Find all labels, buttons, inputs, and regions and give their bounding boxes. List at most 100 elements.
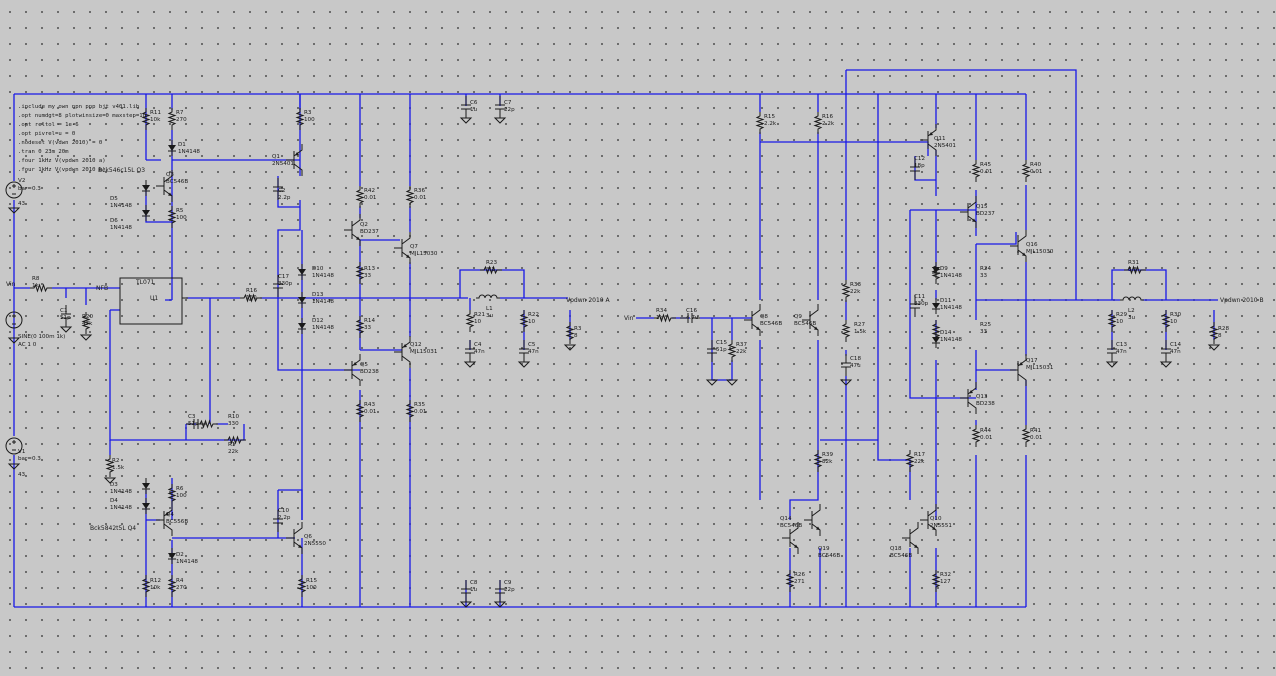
capacitors[interactable] xyxy=(60,95,1172,603)
component-name: R24 xyxy=(980,266,991,272)
component-name: R14 xyxy=(364,318,375,324)
component-value: 270 xyxy=(176,117,187,123)
component-value: 100 xyxy=(176,215,187,221)
component-value: BC546B xyxy=(818,553,840,559)
component-name: R21 xyxy=(474,312,485,318)
diodes[interactable] xyxy=(141,139,941,565)
component-value: 51p xyxy=(60,315,71,321)
component-value: 1.5k xyxy=(854,329,867,335)
component-value: BC546B xyxy=(890,553,912,559)
component-name: Q7 xyxy=(410,244,418,250)
component-name: D12 xyxy=(312,318,323,324)
component-value: 271 xyxy=(794,579,805,585)
resistors[interactable] xyxy=(29,107,1218,598)
component-value: MJL15030 xyxy=(410,251,438,257)
component-value: 0.01 xyxy=(980,169,993,175)
component-name: R20 xyxy=(82,314,93,320)
component-name: Q9 xyxy=(794,314,802,320)
directive-line: .opt pivrel=u = 0 xyxy=(18,131,75,137)
spice-directives[interactable]: .include my own npn pnp bjt v401.lib .op… xyxy=(18,104,146,173)
component-value: 2N5550 xyxy=(304,541,326,547)
directive-line: .four 1kHz V(vpdwn 2010 a) xyxy=(18,158,106,164)
svg-text:bar=0.3: bar=0.3 xyxy=(18,186,41,192)
component-name: R41 xyxy=(1030,428,1041,434)
component-value: 1N4148 xyxy=(110,203,132,209)
component-value: 100 xyxy=(306,585,317,591)
component-name: R7 xyxy=(176,110,184,116)
svg-text:TL071: TL071 xyxy=(135,279,155,286)
component-value: 33 xyxy=(980,329,988,335)
component-value: 100 xyxy=(304,117,315,123)
component-value: 2.2p xyxy=(278,195,291,201)
component-value: 47n xyxy=(1170,349,1181,355)
component-value: 10 xyxy=(528,319,536,325)
component-name: D10 xyxy=(312,266,324,272)
component-name: C11 xyxy=(914,294,925,300)
component-name: R15 xyxy=(764,114,775,120)
component-value: 18p xyxy=(914,163,925,169)
component-name: R37 xyxy=(736,342,747,348)
component-name: R16 xyxy=(822,114,833,120)
component-name: C15 xyxy=(716,340,727,346)
component-value: 51p xyxy=(716,347,727,353)
component-name: R42 xyxy=(364,188,375,194)
component-value: 1N4148 xyxy=(940,273,962,279)
component-value: BC556B xyxy=(166,519,188,525)
component-value: 0.01 xyxy=(980,435,993,441)
svg-text:NFB: NFB xyxy=(96,285,108,292)
component-value: 47u xyxy=(850,363,861,369)
component-value: 22p xyxy=(504,107,515,113)
component-value: 10k xyxy=(150,117,161,123)
component-name: R16 xyxy=(246,288,257,294)
opamp-u1[interactable] xyxy=(119,277,188,325)
component-name: D13 xyxy=(312,292,324,298)
component-name: Q10 xyxy=(930,516,942,522)
component-value: 0.01 xyxy=(364,409,377,415)
component-name: R8 xyxy=(32,276,40,282)
component-name: R33 xyxy=(850,282,861,288)
component-value: BD238 xyxy=(976,401,995,407)
component-name: L2 xyxy=(1128,308,1135,314)
component-value: 10 xyxy=(1170,319,1178,325)
component-name: C4 xyxy=(474,342,482,348)
component-name: R3 xyxy=(304,110,312,116)
component-value: 3.3 xyxy=(486,267,495,273)
component-name: R43 xyxy=(364,402,375,408)
component-name: R22 xyxy=(528,312,539,318)
component-name: R32 xyxy=(940,572,951,578)
component-name: Q1 xyxy=(272,154,280,160)
component-value: 330 xyxy=(228,421,239,427)
component-value: 10k xyxy=(150,585,161,591)
component-name: R45 xyxy=(980,162,991,168)
grounds xyxy=(60,117,1220,608)
component-name: R6 xyxy=(176,486,184,492)
svg-text:43: 43 xyxy=(18,472,26,478)
component-name: R10 xyxy=(228,414,239,420)
component-value: BD238 xyxy=(360,369,379,375)
component-name: R4 xyxy=(176,578,184,584)
component-value: 330p xyxy=(278,281,293,287)
component-name: R44 xyxy=(980,428,991,434)
component-name: R30 xyxy=(1170,312,1181,318)
svg-text:Vpdwn 2010 B: Vpdwn 2010 B xyxy=(1220,297,1264,304)
component-name: C6 xyxy=(470,100,478,106)
component-value: 100 xyxy=(176,493,187,499)
component-value: 1N4148 xyxy=(940,337,962,343)
component-name: C16 xyxy=(686,308,697,314)
component-name: Q13 xyxy=(976,394,988,400)
component-value: BC546B xyxy=(760,321,782,327)
component-name: C12 xyxy=(914,156,925,162)
component-value: 1N4148 xyxy=(110,225,132,231)
component-name: D3 xyxy=(110,482,118,488)
component-name: C18 xyxy=(850,356,861,362)
component-value: BD237 xyxy=(360,229,379,235)
component-name: R40 xyxy=(1030,162,1041,168)
component-value: 1k xyxy=(32,283,40,289)
component-name: Q3 xyxy=(166,172,174,178)
component-name: C5 xyxy=(528,342,536,348)
component-value: BC546B xyxy=(780,523,802,529)
component-value: 4.7u xyxy=(686,315,699,321)
directive-line: .opt reltol = 1e-6 xyxy=(18,122,79,128)
